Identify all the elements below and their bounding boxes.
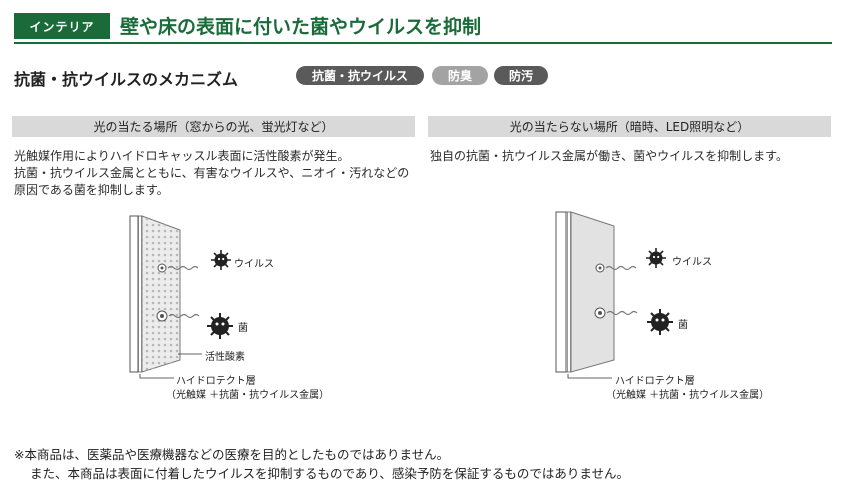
right-small-bacteria-icon [594,307,606,319]
left-bacteria-label: 菌 [238,323,248,334]
right-layer-leader [567,374,612,379]
right-wall-panel [555,211,615,373]
right-bacteria-label: 菌 [678,320,688,331]
category-tag: インテリア [14,13,110,39]
left-layer-detail: （光触媒 ＋抗菌・抗ウイルス金属） [166,390,330,401]
section-title: 抗菌・抗ウイルスのメカニズム [14,70,239,89]
page-title: 壁や床の表面に付いた菌やウイルスを抑制 [120,16,482,38]
right-wave-2 [606,310,638,316]
right-column-heading: 光の当たらない場所（暗時、LED照明など） [428,116,831,137]
left-column-heading: 光の当たる場所（窓からの光、蛍光灯など） [12,116,415,137]
right-virus-label: ウイルス [672,257,712,268]
left-virus-label: ウイルス [234,259,274,270]
badge-antibacterial: 抗菌・抗ウイルス [296,66,424,85]
left-active-oxygen-label: 活性酸素 [205,352,245,363]
left-wave-1 [167,265,199,271]
left-wave-2 [168,313,200,319]
left-text-line-2: 抗菌・抗ウイルス金属とともに、有害なウイルスや、ニオイ・汚れなどの [14,166,410,180]
header-divider [14,42,832,44]
right-layer-label: ハイドロテクト層 [615,376,695,387]
right-wave-1 [605,265,637,271]
right-bacteria-icon [647,309,673,335]
right-small-virus-icon [595,263,605,273]
right-virus-icon [646,248,666,268]
left-text-line-3: 原因である菌を抑制します。 [14,183,169,197]
left-text-line-1: 光触媒作用によりハイドロキャッスル表面に活性酸素が発生。 [14,149,350,163]
badge-deodorant: 防臭 [432,66,488,85]
footnote-1: ※本商品は、医薬品や医療機器などの医療を目的としたものではありません。 [14,447,450,462]
left-layer-leader [139,374,174,379]
left-small-bacteria-icon [156,310,168,322]
right-text-line-1: 独自の抗菌・抗ウイルス金属が働き、菌やウイルスを抑制します。 [430,149,788,163]
left-layer-label: ハイドロテクト層 [176,376,256,387]
footnote-2: また、本商品は表面に付着したウイルスを抑制するものであり、感染予防を保証するもの… [30,466,630,481]
right-layer-detail: （光触媒 ＋抗菌・抗ウイルス金属） [606,390,770,401]
left-wall-panel [129,215,181,373]
left-bacteria-icon [207,313,233,339]
left-virus-icon [211,250,231,270]
left-small-virus-icon [157,263,167,273]
badge-antifouling: 防汚 [494,66,548,85]
